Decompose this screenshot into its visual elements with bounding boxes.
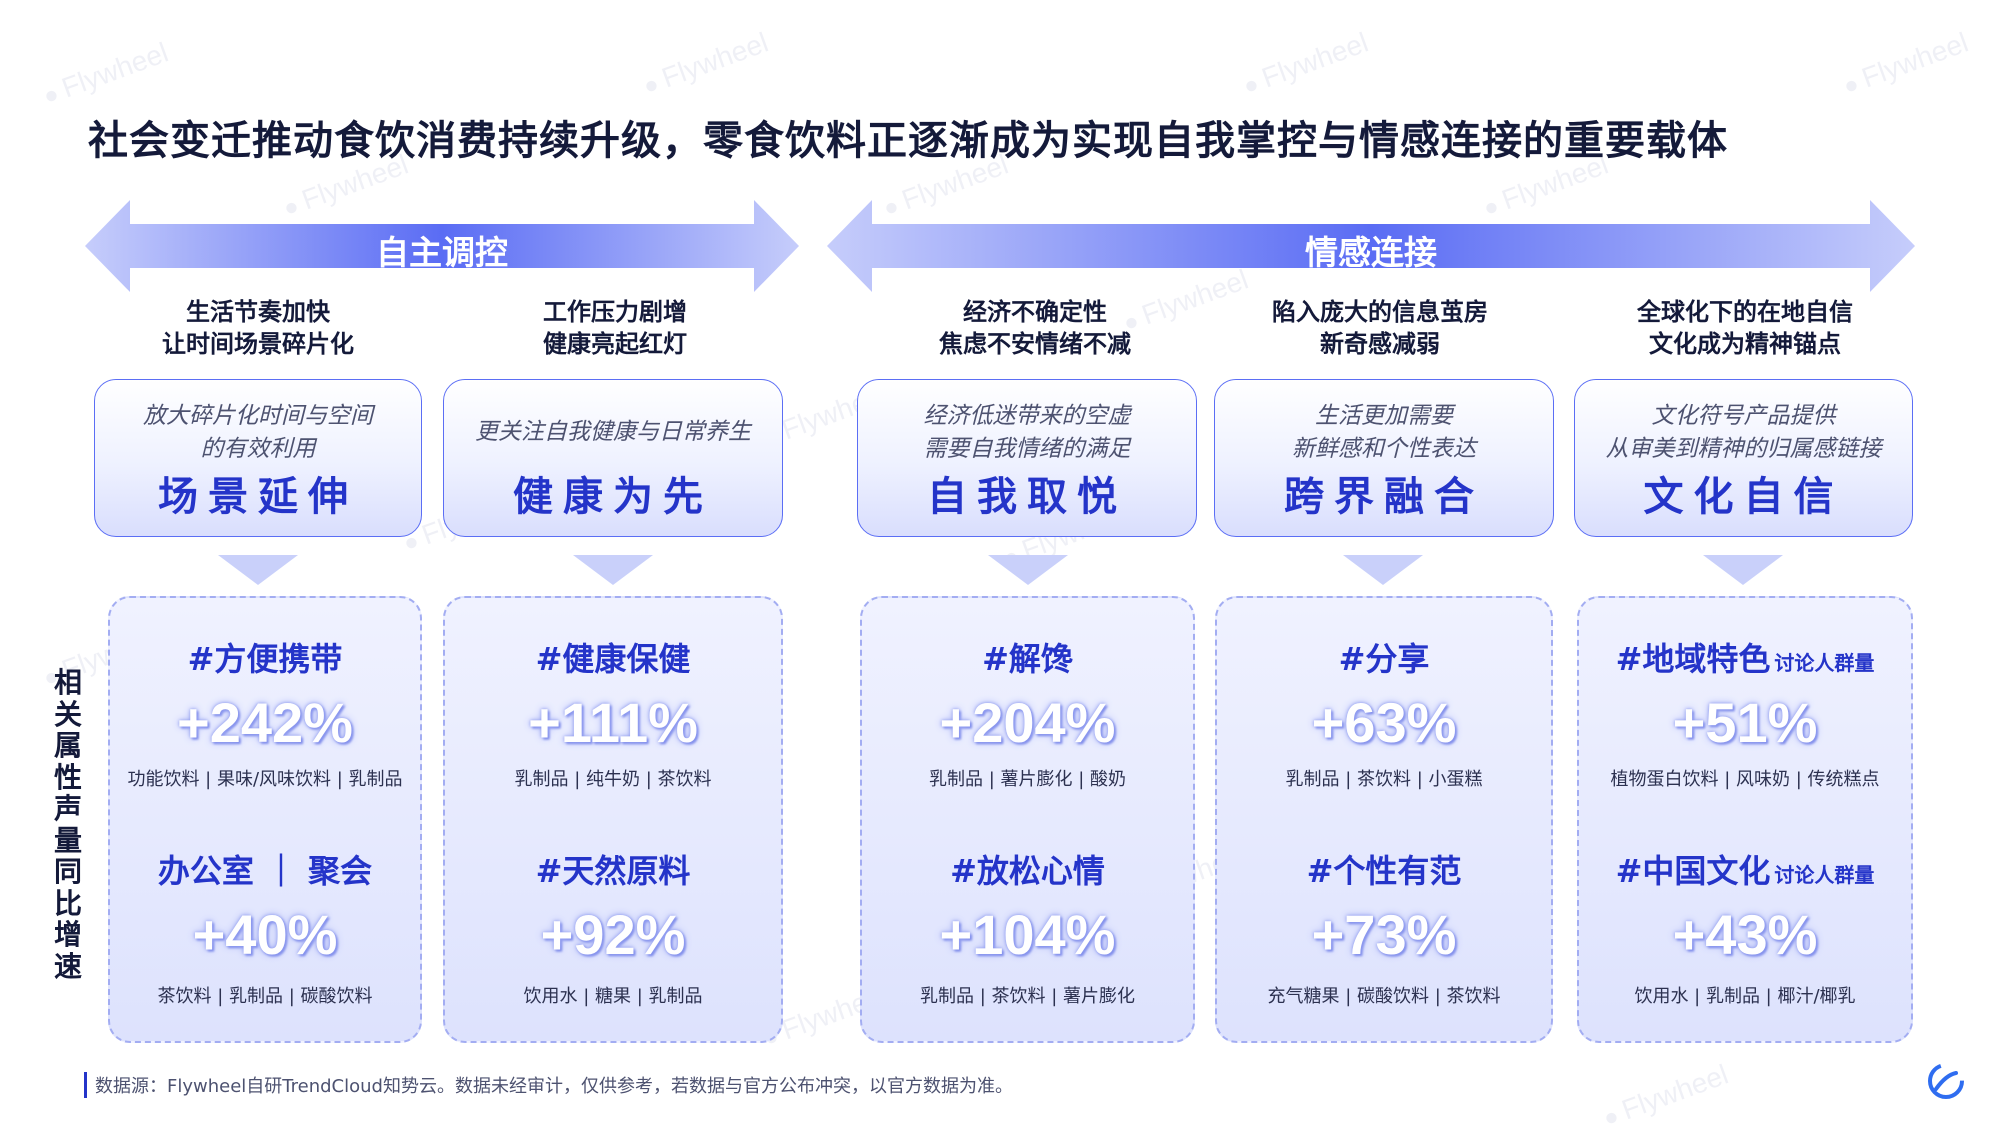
down-pointer bbox=[218, 555, 298, 585]
metric-value: +43% bbox=[1672, 903, 1818, 966]
metric-categories: 功能饮料 | 果味/风味饮料 | 乳制品 bbox=[127, 769, 403, 790]
arrow-emotional-connection bbox=[827, 200, 1915, 292]
metric-categories: 乳制品 | 茶饮料 | 薯片膨化 bbox=[919, 986, 1135, 1007]
metrics-box: #地域特色讨论人群量 +51% 植物蛋白饮料 | 风味奶 | 传统糕点 #中国文… bbox=[1577, 596, 1913, 1043]
driver-text: 陷入庞大的信息茧房新奇感减弱 bbox=[1272, 298, 1488, 358]
down-pointer bbox=[1703, 555, 1783, 585]
metric-tag: #中国文化讨论人群量 bbox=[1615, 852, 1875, 890]
metric-value: +51% bbox=[1672, 691, 1818, 754]
insight-theme: 场景延伸 bbox=[158, 474, 358, 520]
insight-desc: 文化符号产品提供从审美到精神的归属感链接 bbox=[1605, 403, 1882, 462]
metric-categories: 茶饮料 | 乳制品 | 碳酸饮料 bbox=[157, 986, 373, 1007]
metric-categories: 乳制品 | 茶饮料 | 小蛋糕 bbox=[1285, 769, 1483, 790]
metric-tag-note: 讨论人群量 bbox=[1774, 651, 1875, 675]
insight-box: 生活更加需要新鲜感和个性表达 跨界融合 bbox=[1214, 379, 1554, 537]
arrow-self-control bbox=[85, 200, 799, 292]
metric-value: +204% bbox=[939, 691, 1116, 754]
metric-tag: #放松心情 bbox=[950, 852, 1105, 890]
insight-theme: 跨界融合 bbox=[1284, 474, 1484, 520]
side-label: 相关属性声量同比增速 bbox=[53, 666, 82, 983]
metrics-box: #分享 +63% 乳制品 | 茶饮料 | 小蛋糕 #个性有范 +73% 充气糖果… bbox=[1215, 596, 1553, 1043]
metric-tag-note: 讨论人群量 bbox=[1774, 863, 1875, 887]
insight-theme: 健康为先 bbox=[513, 474, 713, 520]
metric-tag: #解馋 bbox=[982, 640, 1073, 678]
metrics-box: #解馋 +204% 乳制品 | 薯片膨化 | 酸奶 #放松心情 +104% 乳制… bbox=[860, 596, 1195, 1043]
driver-text: 全球化下的在地自信文化成为精神锚点 bbox=[1637, 298, 1853, 358]
metric-value: +104% bbox=[939, 903, 1116, 966]
insight-box: 文化符号产品提供从审美到精神的归属感链接 文化自信 bbox=[1574, 379, 1913, 537]
down-pointer bbox=[1343, 555, 1423, 585]
data-source-note: 数据源：Flywheel自研TrendCloud知势云。数据未经审计，仅供参考，… bbox=[84, 1072, 1013, 1098]
down-pointer bbox=[573, 555, 653, 585]
metric-tag: #方便携带 bbox=[187, 640, 343, 678]
metric-value: +92% bbox=[540, 903, 686, 966]
metric-value: +40% bbox=[192, 903, 338, 966]
insight-desc: 生活更加需要新鲜感和个性表达 bbox=[1292, 403, 1476, 462]
metric-value: +73% bbox=[1311, 903, 1457, 966]
driver-text: 生活节奏加快让时间场景碎片化 bbox=[162, 298, 354, 358]
metrics-box: #健康保健 +111% 乳制品 | 纯牛奶 | 茶饮料 #天然原料 +92% 饮… bbox=[443, 596, 783, 1043]
page-title: 社会变迁推动食饮消费持续升级，零食饮料正逐渐成为实现自我掌控与情感连接的重要载体 bbox=[88, 118, 1728, 164]
metrics-box: #方便携带 +242% 功能饮料 | 果味/风味饮料 | 乳制品 办公室 ｜ 聚… bbox=[108, 596, 422, 1043]
metric-value: +63% bbox=[1311, 691, 1457, 754]
insight-theme: 自我取悦 bbox=[927, 474, 1127, 520]
metric-tag: #个性有范 bbox=[1306, 852, 1462, 890]
insight-desc: 更关注自我健康与日常养生 bbox=[475, 419, 751, 445]
insight-box: 经济低迷带来的空虚需要自我情绪的满足 自我取悦 bbox=[857, 379, 1197, 537]
arrow-label-self-control: 自主调控 bbox=[376, 233, 508, 272]
driver-text: 经济不确定性焦虑不安情绪不减 bbox=[939, 298, 1131, 358]
metric-categories: 乳制品 | 薯片膨化 | 酸奶 bbox=[928, 769, 1126, 790]
insight-theme: 文化自信 bbox=[1643, 474, 1844, 520]
metric-value: +111% bbox=[528, 691, 698, 754]
metric-categories: 饮用水 | 乳制品 | 椰汁/椰乳 bbox=[1634, 986, 1856, 1007]
insight-box: 放大碎片化时间与空间的有效利用 场景延伸 bbox=[94, 379, 422, 537]
insight-desc: 经济低迷带来的空虚需要自我情绪的满足 bbox=[923, 403, 1131, 462]
metric-tag: #地域特色讨论人群量 bbox=[1615, 640, 1875, 678]
insight-box: 更关注自我健康与日常养生 健康为先 bbox=[443, 379, 783, 537]
flywheel-logo-icon bbox=[1928, 1063, 1964, 1099]
arrow-label-emotional-connection: 情感连接 bbox=[1305, 233, 1437, 272]
metric-categories: 乳制品 | 纯牛奶 | 茶饮料 bbox=[514, 769, 712, 790]
metric-tag: #分享 bbox=[1338, 640, 1430, 678]
driver-text: 工作压力剧增健康亮起红灯 bbox=[543, 298, 687, 358]
metric-tag: #天然原料 bbox=[535, 852, 691, 890]
down-pointer bbox=[988, 555, 1068, 585]
metric-value: +242% bbox=[177, 691, 353, 754]
metric-tag: 办公室 ｜ 聚会 bbox=[157, 852, 373, 890]
insight-desc: 放大碎片化时间与空间的有效利用 bbox=[143, 403, 373, 462]
metric-categories: 饮用水 | 糖果 | 乳制品 bbox=[523, 986, 703, 1007]
metric-categories: 充气糖果 | 碳酸饮料 | 茶饮料 bbox=[1267, 986, 1501, 1007]
metric-categories: 植物蛋白饮料 | 风味奶 | 传统糕点 bbox=[1610, 769, 1880, 790]
metric-tag: #健康保健 bbox=[535, 640, 691, 678]
